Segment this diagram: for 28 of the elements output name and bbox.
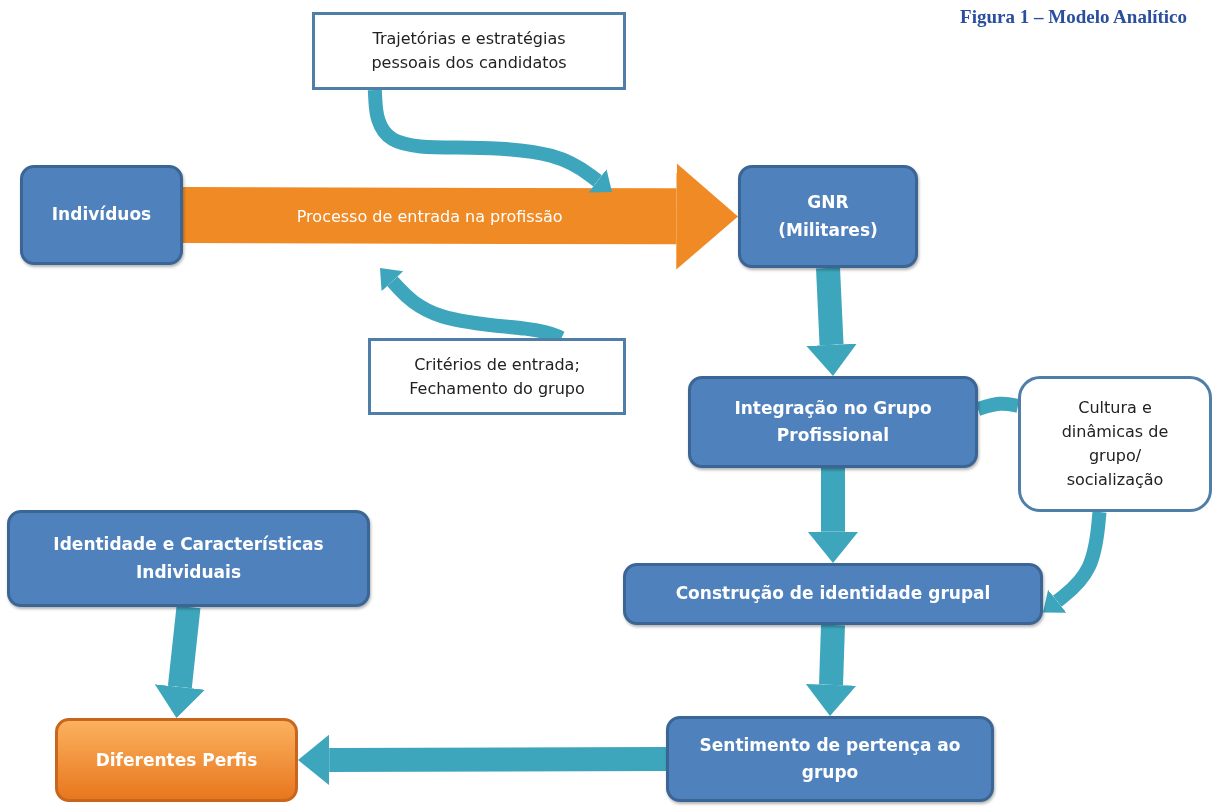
process-box <box>623 563 1043 625</box>
node-label: Sentimento de pertença ao grupo <box>699 733 961 784</box>
figure-title: Figura 1 – Modelo Analítico <box>960 6 1187 28</box>
node-label: Critérios de entrada; Fechamento do grupo <box>408 353 586 400</box>
note-box <box>312 12 626 90</box>
block-arrow <box>805 624 857 716</box>
node-label: Construção de identidade grupal <box>675 582 991 606</box>
node-label: Cultura e dinâmicas de grupo/ socialização <box>1060 397 1170 491</box>
note-box <box>368 338 626 415</box>
node-label: Diferentes Perfis <box>95 750 258 770</box>
node-label: GNR (Militares) <box>777 191 879 242</box>
node-label: Indivíduos <box>51 203 152 227</box>
node-label: Identidade e Características Individuais <box>52 533 325 584</box>
process-box <box>688 376 978 468</box>
process-box <box>666 716 994 802</box>
process-box <box>20 165 183 265</box>
curved-arrow <box>1043 511 1107 613</box>
callout-box <box>1018 376 1212 512</box>
block-arrow <box>182 163 738 270</box>
process-box <box>7 510 370 607</box>
process-box <box>55 718 298 802</box>
block-arrow <box>298 734 667 786</box>
block-arrow <box>806 267 857 376</box>
process-box <box>738 165 918 268</box>
node-label: Trajetórias e estratégias pessoais dos candidatos <box>370 28 568 74</box>
node-label: Integração no Grupo Profissional <box>733 396 933 447</box>
block-arrow <box>807 468 859 563</box>
block-arrow <box>154 605 205 718</box>
